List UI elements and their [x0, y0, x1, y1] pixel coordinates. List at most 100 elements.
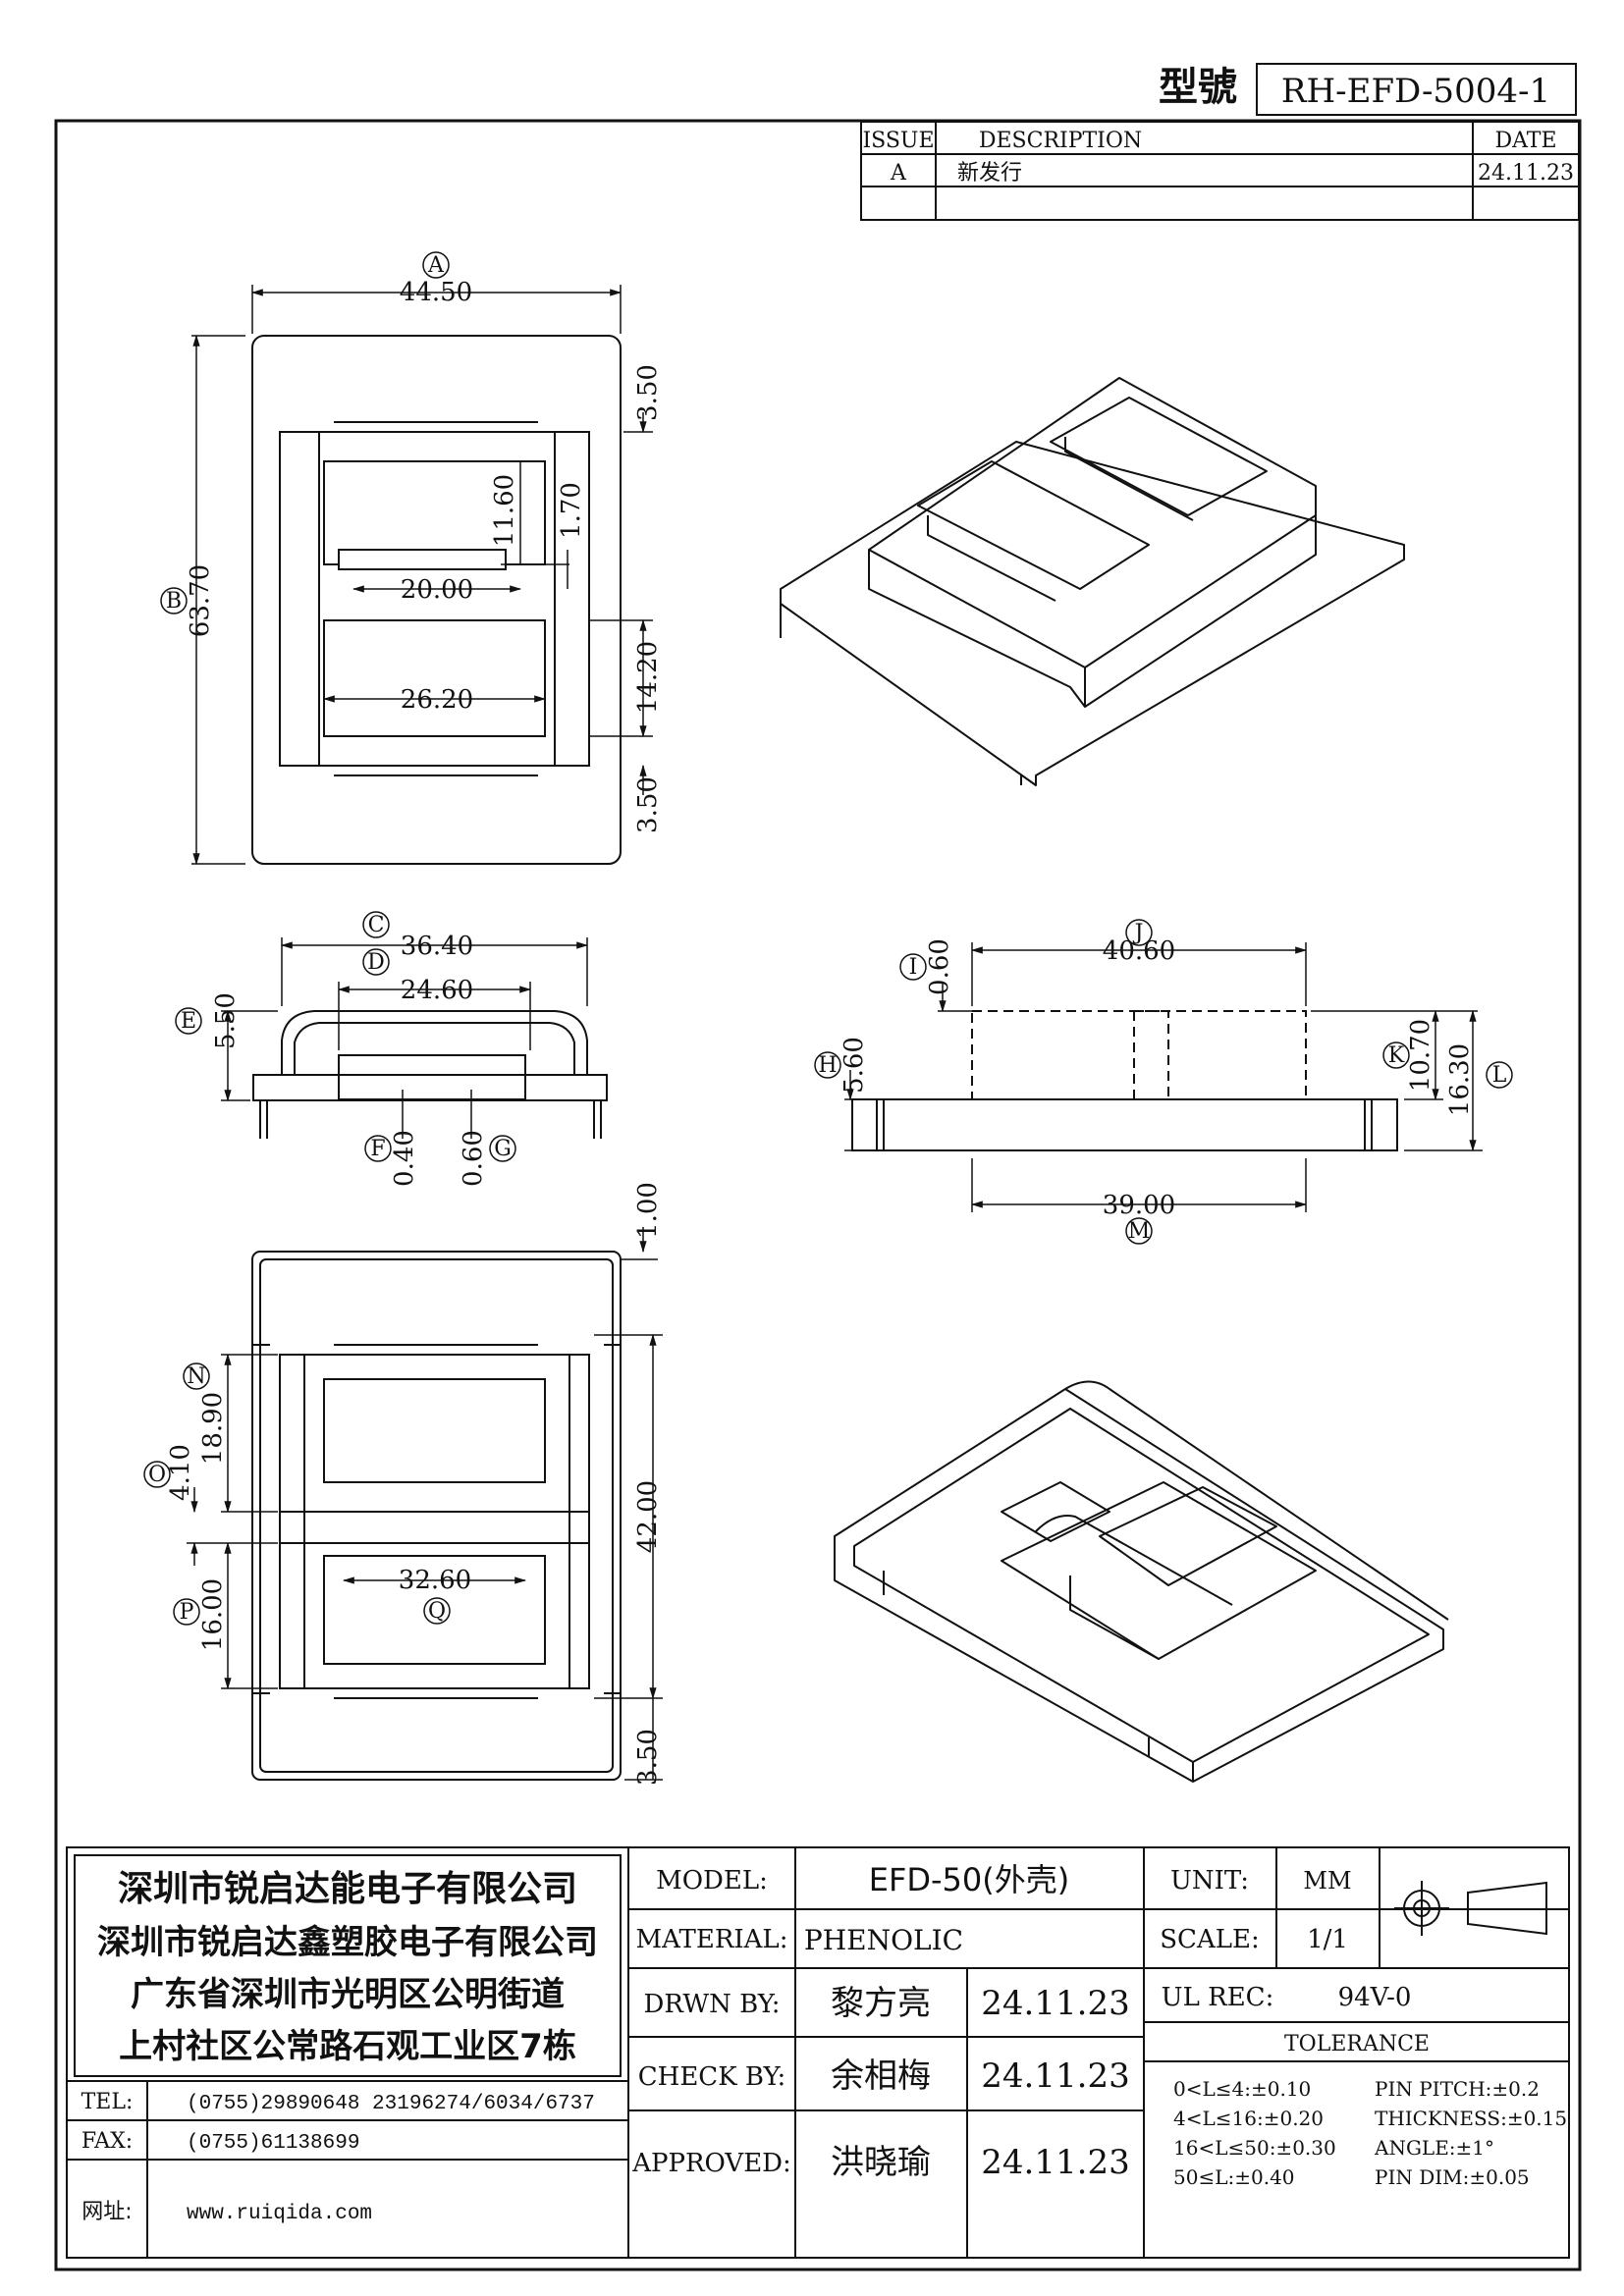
dim-E-value: 5.50: [211, 992, 241, 1049]
top-view-dimension-lines: [191, 285, 653, 866]
dim-G-value: 0.60: [459, 1130, 488, 1187]
dim-M-value: 39.00: [1103, 1191, 1175, 1220]
dim-J-letter: J: [1133, 921, 1144, 945]
dim-D-letter: D: [367, 950, 385, 975]
dim-H-letter: H: [818, 1053, 837, 1078]
front-view-dimension-lines: [221, 937, 589, 1139]
dim-L-value: 16.30: [1445, 1043, 1475, 1116]
tolerance-left-2: 4<L≤16:±0.20: [1173, 2107, 1324, 2130]
dim-C-value: 36.40: [401, 932, 473, 961]
company-line-4: 上村社区公常路石观工业区7栋: [119, 2027, 576, 2066]
dim-bottom-margin: 3.50: [633, 776, 663, 833]
model-number: RH-EFD-5004-1: [1281, 72, 1550, 111]
dim-O-letter: O: [148, 1463, 166, 1487]
dim-E-bubble: [175, 1007, 202, 1035]
ul-label: UL REC:: [1162, 1983, 1274, 2012]
tolerance-left-1: 0<L≤4:±0.10: [1173, 2077, 1311, 2101]
ul-value: 94V-0: [1338, 1983, 1412, 2012]
dim-I-bubble: [899, 953, 927, 981]
dim-bot-bottom-offset: 3.50: [633, 1729, 663, 1786]
scale-value: 1/1: [1307, 1925, 1348, 1954]
dim-D-value: 24.60: [401, 976, 473, 1005]
dim-F-value: 0.40: [390, 1130, 419, 1187]
dim-B-bubble: [160, 587, 188, 614]
tolerance-right-1: PIN PITCH:±0.2: [1375, 2077, 1540, 2101]
dim-F-bubble: [364, 1135, 392, 1162]
dim-I-value: 0.60: [925, 938, 954, 995]
dim-B-value: 63.70: [186, 564, 215, 637]
bottom-view: [251, 1251, 622, 1781]
dim-P-value: 16.00: [198, 1578, 228, 1651]
revision-header-issue: ISSUE: [862, 129, 934, 153]
dim-I-letter: I: [909, 955, 918, 980]
dim-P-bubble: [173, 1598, 200, 1626]
approved-date: 24.11.23: [981, 2143, 1129, 2182]
tolerance-left-3: 16<L≤50:±0.30: [1173, 2136, 1336, 2160]
title-block-grid: [66, 1846, 1570, 2259]
company-line-2: 深圳市锐启达鑫塑胶电子有限公司: [97, 1923, 598, 1962]
dim-gap: 1.70: [557, 482, 586, 539]
model-label-header: 型號: [1159, 65, 1237, 110]
side-view: [851, 1010, 1398, 1151]
drawn-label: DRWN BY:: [644, 1990, 781, 2019]
tel-label: TEL:: [81, 2090, 134, 2114]
dim-D-bubble: [362, 948, 390, 976]
dim-Q-bubble: [423, 1597, 451, 1625]
material-value: PHENOLIC: [804, 1924, 963, 1956]
dim-K-letter: K: [1388, 1043, 1405, 1068]
dim-H-value: 5.60: [839, 1037, 869, 1094]
dim-total-height: 42.00: [633, 1480, 663, 1553]
check-date: 24.11.23: [981, 2056, 1129, 2096]
dim-A-bubble: [422, 251, 450, 279]
dim-M-letter: M: [1128, 1219, 1151, 1244]
dim-h1: 11.60: [490, 474, 519, 547]
check-name: 余相梅: [831, 2056, 931, 2096]
dim-K-bubble: [1382, 1041, 1410, 1069]
dim-C-letter: C: [368, 913, 385, 937]
revision-row-issue: A: [890, 161, 907, 186]
drawn-date: 24.11.23: [981, 1984, 1129, 2023]
web-value: www.ruiqida.com: [187, 2203, 372, 2225]
dim-A-value: 44.50: [400, 278, 472, 307]
dim-H-bubble: [814, 1051, 841, 1079]
dim-J-bubble: [1125, 919, 1153, 946]
side-view-dimension-lines: [844, 942, 1483, 1212]
dim-N-bubble: [183, 1362, 210, 1390]
dim-Q-value: 32.60: [399, 1566, 471, 1595]
dim-w1: 20.00: [401, 575, 473, 605]
isometric-view-top: [780, 377, 1405, 786]
company-line-3: 广东省深圳市光明区公明街道: [131, 1975, 565, 2014]
dim-G-bubble: [489, 1135, 516, 1162]
revision-header-date: DATE: [1494, 129, 1556, 153]
dim-K-value: 10.70: [1406, 1019, 1435, 1092]
dim-E-letter: E: [181, 1009, 196, 1034]
drawing-border: [54, 119, 1582, 2271]
dim-L-letter: L: [1492, 1063, 1507, 1088]
dim-bot-top-offset: 1.00: [633, 1182, 663, 1239]
top-view: [251, 335, 622, 865]
dim-w2: 26.20: [401, 685, 473, 715]
tolerance-left-4: 50≤L:±0.40: [1173, 2165, 1295, 2189]
fax-value: (0755)61138699: [187, 2132, 359, 2155]
dim-J-value: 40.60: [1103, 936, 1175, 966]
unit-label: UNIT:: [1170, 1866, 1249, 1896]
company-line-1: 深圳市锐启达能电子有限公司: [118, 1869, 577, 1909]
revision-row-description: 新发行: [957, 161, 1022, 186]
unit-value: MM: [1303, 1867, 1351, 1895]
dim-M-bubble: [1125, 1217, 1153, 1245]
dim-Q-letter: Q: [428, 1599, 446, 1624]
dim-P-letter: P: [180, 1600, 194, 1625]
tel-value: (0755)29890648 23196274/6034/6737: [187, 2093, 595, 2115]
web-label: 网址:: [81, 2200, 132, 2224]
dim-G-letter: G: [494, 1137, 512, 1161]
model-label: MODEL:: [656, 1866, 768, 1896]
dim-h2: 14.20: [633, 641, 663, 714]
dim-O-value: 4.10: [166, 1444, 195, 1501]
revision-row-date: 24.11.23: [1478, 161, 1574, 186]
revision-table: [860, 121, 1580, 221]
dim-top-margin: 3.50: [633, 364, 663, 421]
dim-B-letter: B: [166, 589, 182, 614]
dim-C-bubble: [362, 911, 390, 938]
isometric-view-bottom: [834, 1380, 1449, 1783]
